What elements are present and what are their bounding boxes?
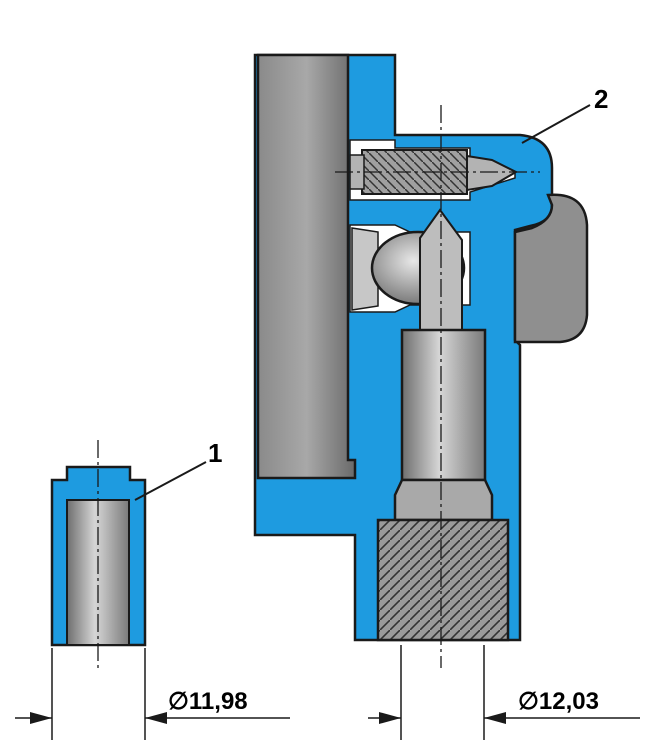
dimension-left (15, 648, 290, 740)
dimension-right (368, 645, 640, 740)
callout-label-2: 2 (594, 84, 609, 114)
plunger (400, 328, 487, 482)
side-cap (513, 193, 589, 344)
plunger-collar (393, 478, 494, 522)
lower-thread (376, 518, 510, 642)
leader-line-2 (521, 104, 591, 144)
dimension-label-left: ∅11,98 (168, 688, 248, 715)
part-2-valve-body (253, 53, 589, 642)
callout-label-1: 1 (208, 438, 223, 468)
ball-seat-left (351, 227, 379, 311)
dimension-label-right: ∅12,03 (518, 688, 599, 715)
screw-tip (466, 154, 519, 192)
part-1-bushing (50, 440, 147, 668)
large-cylinder (256, 53, 357, 480)
needle-tip (419, 208, 463, 331)
leader-line-1 (134, 461, 207, 501)
